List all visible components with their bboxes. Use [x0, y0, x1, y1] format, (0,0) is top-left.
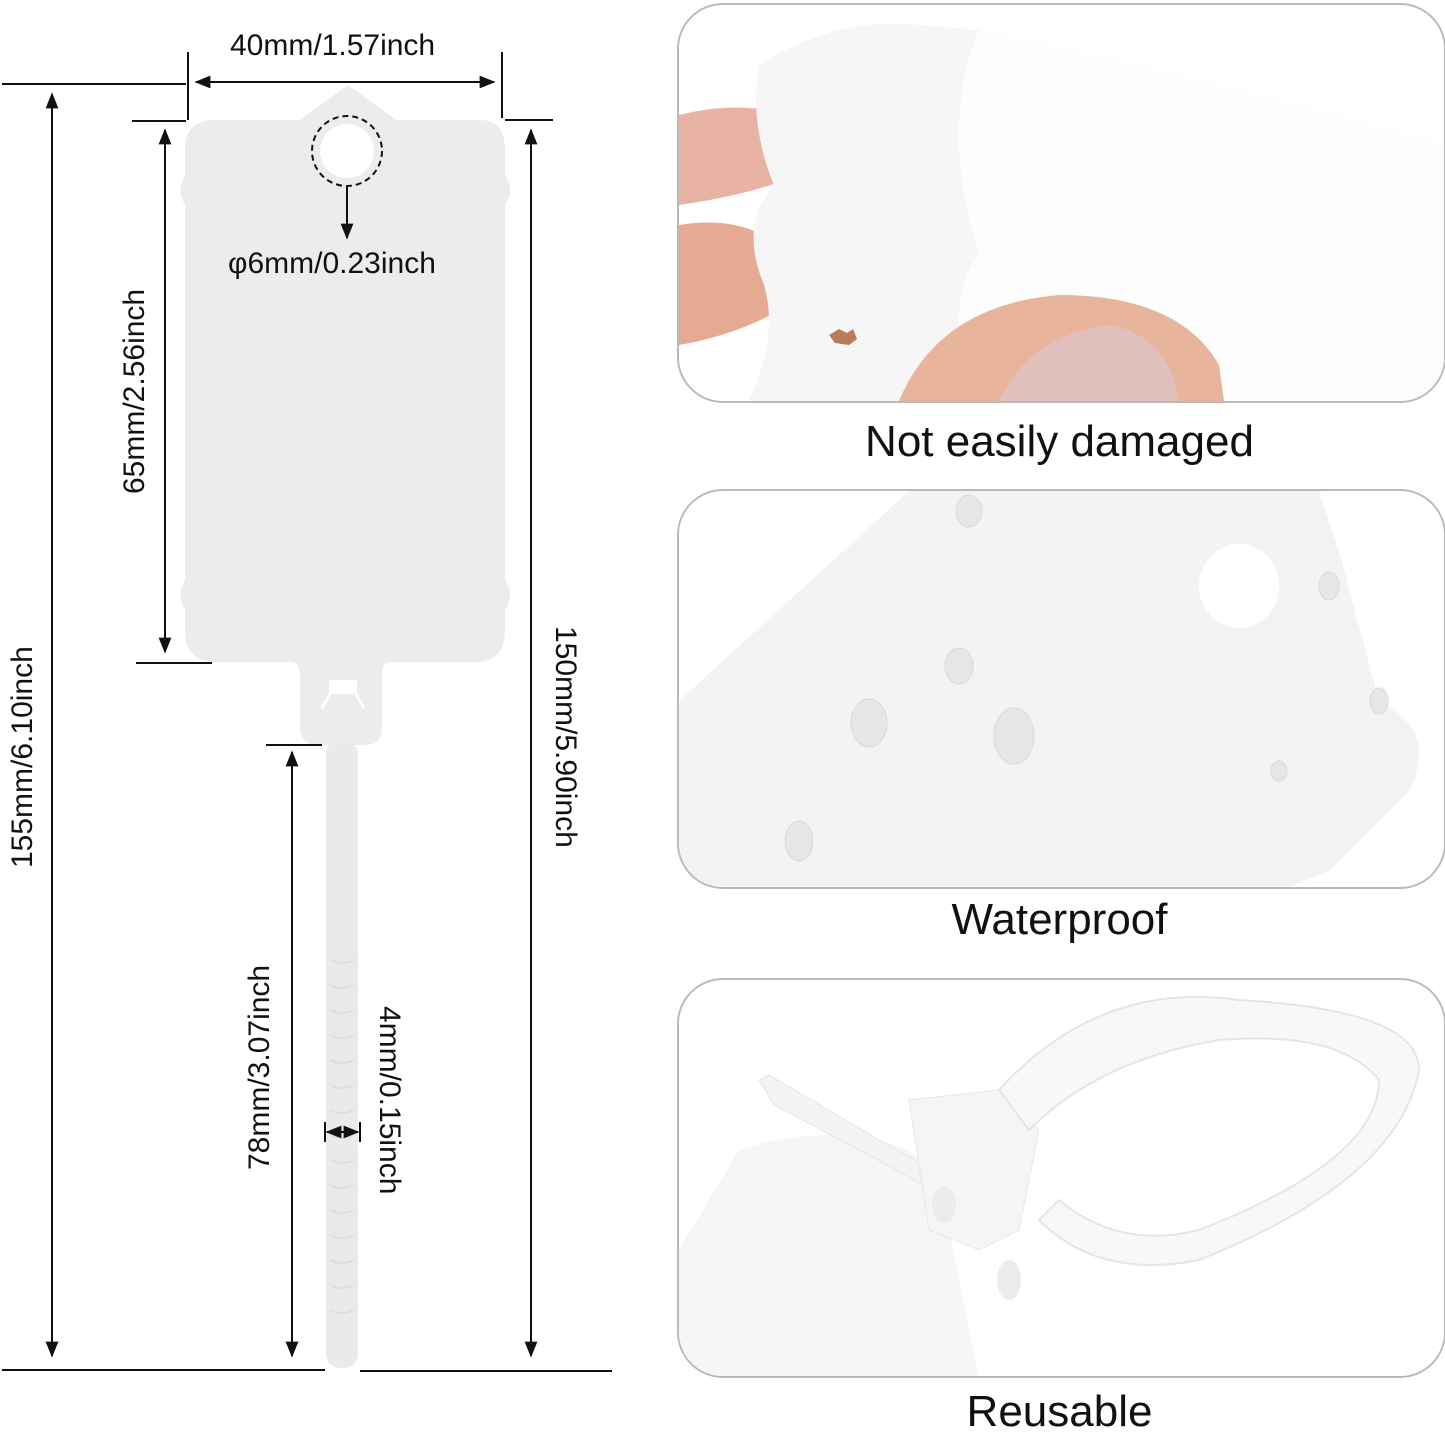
hang-hole — [320, 124, 374, 178]
strap-width-label: 4mm/0.15inch — [373, 1006, 406, 1195]
body-height-label: 65mm/2.56inch — [118, 288, 151, 494]
caption-reusable: Reusable — [966, 1387, 1153, 1436]
strap-length-label: 78mm/3.07inch — [243, 964, 276, 1170]
looped-cable-tie-tag-photo — [679, 980, 1444, 1376]
hand-bending-tag-photo — [679, 5, 1444, 401]
lock-slot-icon — [320, 680, 366, 709]
water-droplets-on-tag-photo — [679, 491, 1444, 887]
feature-panel-waterproof — [677, 489, 1445, 889]
dimension-diagram: 40mm/1.57inch φ6mm/0.23inch 65mm/2.56inc… — [0, 0, 640, 1431]
hole-diameter-label: φ6mm/0.23inch — [228, 247, 436, 280]
feature-panel-reusable — [677, 978, 1445, 1378]
overall-length-label: 150mm/5.90inch — [549, 626, 582, 848]
feature-panel-durable — [677, 3, 1445, 403]
caption-not-easily-damaged: Not easily damaged — [865, 417, 1254, 466]
tag-dimension-drawing — [2, 52, 612, 1372]
caption-waterproof: Waterproof — [951, 895, 1168, 944]
tag-width-label: 40mm/1.57inch — [230, 29, 436, 62]
water-droplets — [784, 494, 1389, 862]
total-height-label: 155mm/6.10inch — [6, 646, 39, 868]
